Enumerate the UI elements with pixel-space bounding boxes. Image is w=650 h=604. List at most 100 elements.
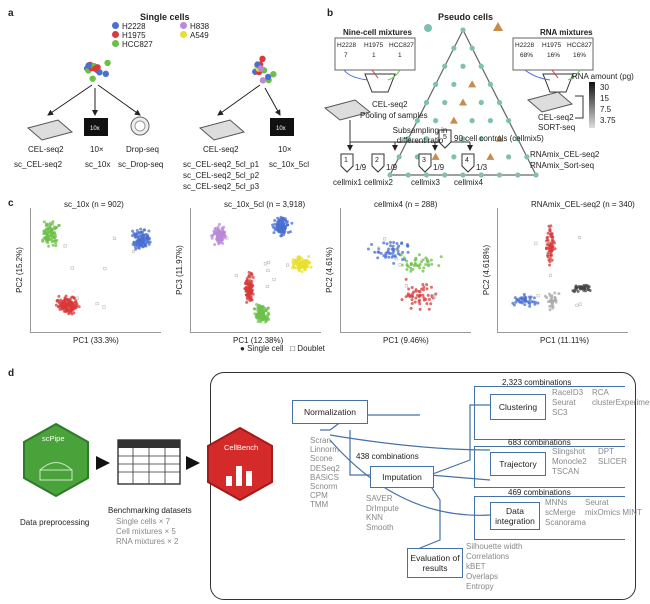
norm-method: BASiCS bbox=[310, 472, 339, 482]
pca-point bbox=[424, 262, 428, 266]
traj-method-2: DPT bbox=[598, 447, 614, 456]
pca-point bbox=[393, 255, 397, 259]
pca-point bbox=[548, 299, 552, 303]
pca-point bbox=[405, 259, 409, 263]
pca-point bbox=[273, 222, 277, 226]
doublet-point bbox=[272, 277, 276, 282]
pca-point bbox=[74, 306, 78, 310]
pca-point bbox=[51, 243, 55, 247]
pca-point bbox=[285, 223, 289, 227]
pseudo-cells-title: Pseudo cells bbox=[438, 12, 494, 22]
clust-method: SC3 bbox=[552, 408, 568, 417]
pca-point bbox=[427, 298, 431, 302]
celseq2-b2: CEL-seq2 bbox=[538, 113, 574, 122]
pca-point bbox=[405, 264, 409, 268]
cell-dot bbox=[102, 70, 110, 78]
cell-mix-point bbox=[478, 172, 484, 178]
pca-point bbox=[548, 308, 552, 312]
doublet-point bbox=[234, 273, 238, 278]
cell-mix-point bbox=[396, 154, 402, 160]
pca-point bbox=[44, 232, 48, 236]
pca-point bbox=[366, 247, 370, 251]
panel-c-label: c bbox=[8, 198, 14, 209]
cell-mix-point bbox=[442, 99, 448, 106]
pca-point bbox=[143, 242, 147, 246]
cell-mix-point bbox=[442, 63, 448, 69]
celseq2-b: CEL-seq2 bbox=[372, 100, 408, 109]
pca-point bbox=[280, 228, 284, 232]
panel-b-label: b bbox=[327, 8, 334, 19]
pca-point bbox=[49, 230, 53, 234]
rna-col-3: HCC827 bbox=[567, 42, 592, 49]
pca-point bbox=[130, 234, 134, 238]
pca-point bbox=[72, 311, 76, 315]
legend-label: A549 bbox=[190, 31, 209, 40]
tube-ratio: 1/9 bbox=[386, 163, 398, 172]
pca-plot-4 bbox=[497, 208, 628, 333]
doublet-point bbox=[70, 266, 74, 270]
pca-point bbox=[217, 228, 221, 232]
pca-point bbox=[426, 260, 430, 264]
pca-point bbox=[547, 243, 551, 247]
pca-point bbox=[250, 280, 254, 284]
pca-point bbox=[61, 300, 65, 304]
pca-point bbox=[548, 260, 552, 264]
pca-point bbox=[45, 227, 49, 231]
norm-method: Scnorm bbox=[310, 482, 338, 491]
pca-point bbox=[147, 242, 151, 246]
pca-point bbox=[277, 222, 281, 226]
pca-point bbox=[387, 247, 391, 251]
cell-mix-point bbox=[478, 63, 484, 69]
pca-point bbox=[425, 283, 429, 287]
pca-point bbox=[557, 292, 561, 296]
pca-point bbox=[211, 233, 215, 237]
pca-point bbox=[376, 256, 380, 260]
doublet-point bbox=[112, 236, 116, 240]
pca-legend: ● Single cell □ Doublet bbox=[240, 344, 325, 354]
clust-method: RaceID3 bbox=[552, 388, 584, 397]
doublet-point bbox=[546, 241, 550, 245]
pca-point bbox=[291, 258, 295, 262]
pca-point bbox=[246, 297, 250, 301]
pca-point bbox=[133, 232, 137, 236]
cell-mix-point bbox=[405, 172, 411, 178]
pca-point bbox=[527, 300, 531, 304]
cell-cluster-right bbox=[252, 55, 277, 84]
imp-method: KNN bbox=[366, 513, 383, 522]
pca-point bbox=[370, 242, 374, 246]
legend-label: H838 bbox=[190, 22, 210, 31]
pca-point bbox=[399, 253, 403, 257]
pca-point bbox=[309, 265, 313, 269]
amount-1: 30 bbox=[600, 83, 609, 92]
pca-point bbox=[261, 312, 265, 316]
arrow-icon-2 bbox=[186, 456, 200, 470]
datasets-table-icon bbox=[117, 439, 181, 485]
pca-point bbox=[259, 320, 263, 324]
pca-point bbox=[522, 299, 526, 303]
clust-method-2: clusterExperiment bbox=[592, 398, 650, 407]
pca-point bbox=[409, 306, 413, 310]
cell-mix-point bbox=[524, 154, 530, 160]
rna-mix-point bbox=[486, 152, 495, 160]
pca-point bbox=[434, 292, 438, 296]
pca-point bbox=[71, 295, 75, 299]
pca-point bbox=[421, 282, 425, 286]
pooling-label: Pooling of samples bbox=[360, 111, 428, 120]
int-method-2: mixOmics MINT bbox=[585, 508, 642, 517]
10x-label: 10× bbox=[90, 145, 104, 154]
cell-mix-point bbox=[496, 99, 503, 106]
pca-point bbox=[392, 261, 396, 265]
rna-pct-1: 68% bbox=[520, 52, 534, 59]
imp-method: SAVER bbox=[366, 494, 393, 503]
celseq2-label: CEL-seq2 bbox=[28, 145, 64, 154]
pca-point bbox=[418, 262, 422, 266]
pca-point bbox=[533, 302, 537, 306]
pca-point bbox=[291, 260, 295, 264]
rna-mix-point bbox=[468, 80, 477, 88]
pca-point bbox=[550, 232, 554, 236]
imp-method: DrImpute bbox=[366, 503, 399, 513]
pca-point bbox=[261, 305, 265, 309]
pca-point bbox=[276, 224, 280, 228]
pca-point bbox=[411, 292, 415, 296]
cellbench-hexagon bbox=[207, 426, 273, 502]
